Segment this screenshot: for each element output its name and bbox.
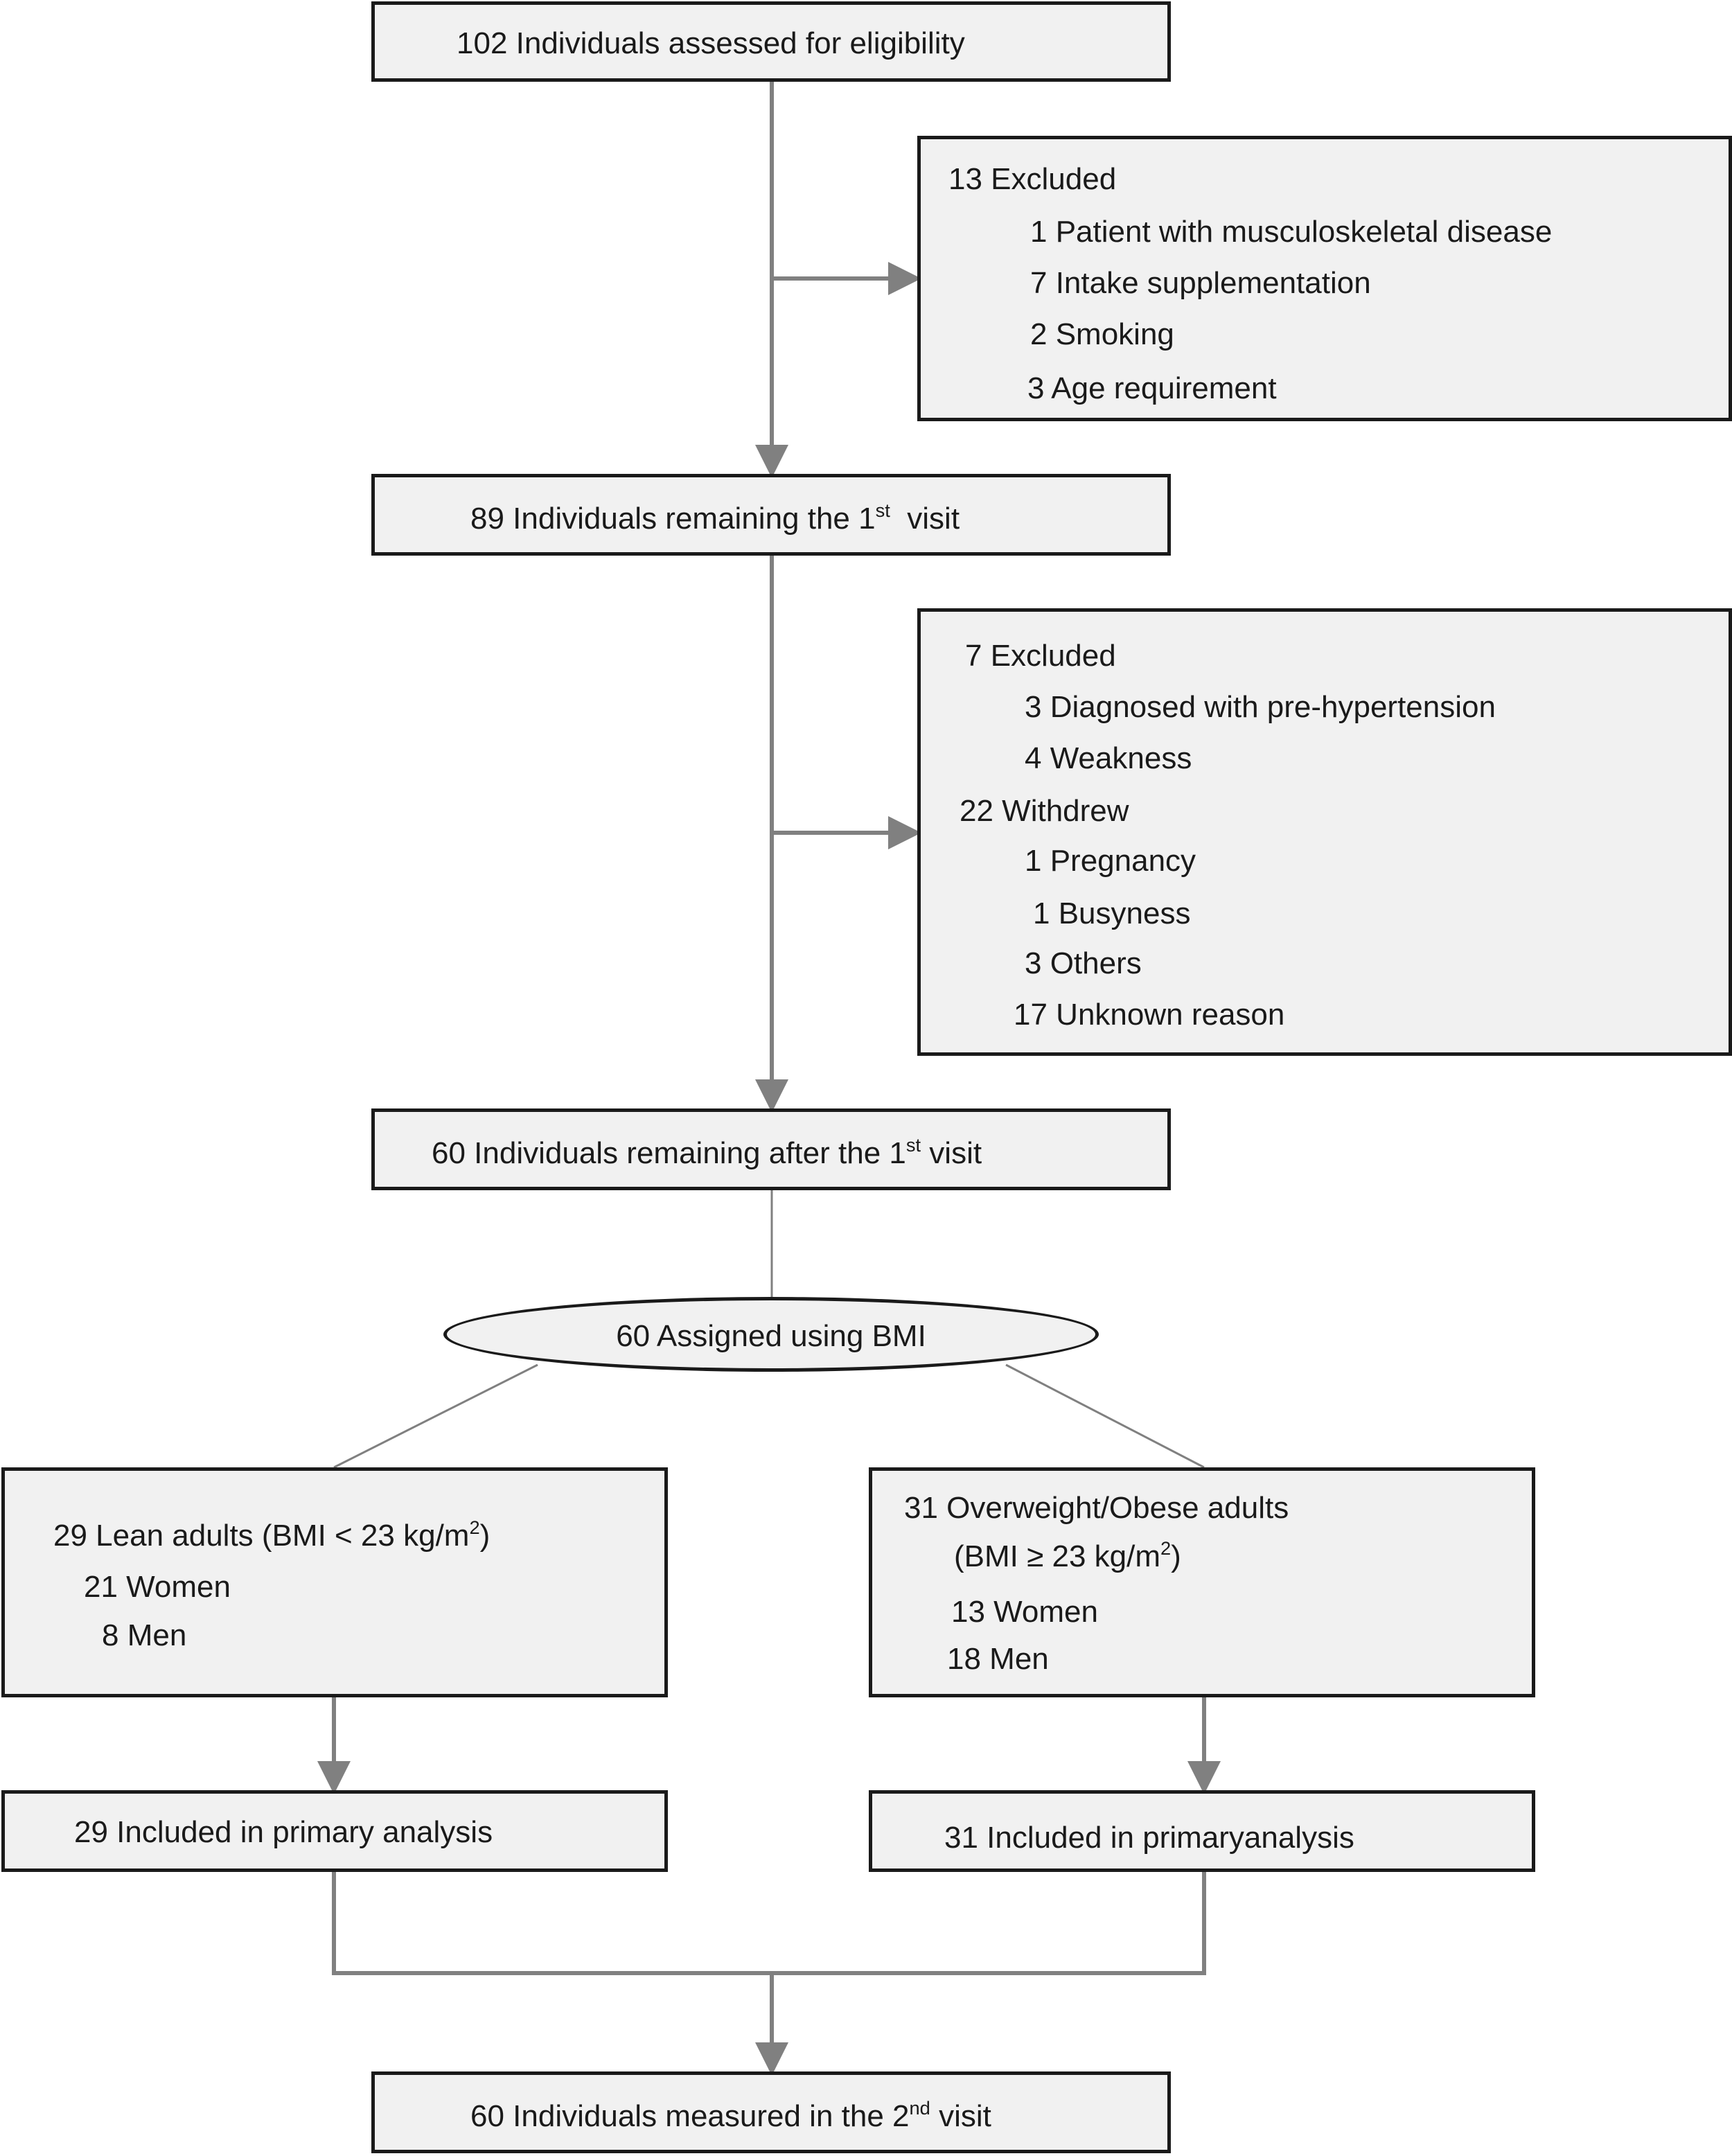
visit2-text: 60 Individuals measured in the 2nd visit bbox=[470, 2098, 991, 2133]
excluded2-heading: 7 Excluded bbox=[965, 639, 1116, 673]
visit2-sup: nd bbox=[909, 2097, 930, 2119]
excluded1-item: 2 Smoking bbox=[1030, 317, 1174, 351]
overweight-women: 13 Women bbox=[951, 1595, 1098, 1629]
lean-women: 21 Women bbox=[84, 1570, 231, 1604]
excluded1-box: 13 Excluded 1 Patient with musculoskelet… bbox=[917, 136, 1732, 421]
assigned-text: 60 Assigned using BMI bbox=[616, 1319, 926, 1353]
lean-title: 29 Lean adults (BMI < 23 kg/m2) bbox=[53, 1518, 491, 1553]
excluded1-heading: 13 Excluded bbox=[948, 162, 1117, 196]
excluded1-item: 3 Age requirement bbox=[1027, 371, 1277, 405]
overweight-bmi: (BMI ≥ 23 kg/m2) bbox=[954, 1539, 1181, 1573]
overweight-bmi-suffix: ) bbox=[1171, 1539, 1181, 1573]
excluded2-item: 3 Diagnosed with pre-hypertension bbox=[1025, 690, 1496, 724]
assessed-text: 102 Individuals assessed for eligibility bbox=[457, 26, 965, 60]
lean-title-prefix: 29 Lean adults (BMI < 23 kg/m bbox=[53, 1519, 470, 1553]
overweight-analysis-text: 31 Included in primaryanalysis bbox=[944, 1821, 1354, 1855]
excluded2-box: 7 Excluded 3 Diagnosed with pre-hyperten… bbox=[917, 608, 1732, 1056]
excluded2-item: 4 Weakness bbox=[1025, 741, 1192, 775]
lean-title-suffix: ) bbox=[479, 1519, 491, 1553]
withdrew-item: 17 Unknown reason bbox=[1014, 998, 1285, 1032]
visit1-prefix: 89 Individuals remaining the 1 bbox=[470, 502, 876, 536]
lean-title-sup: 2 bbox=[469, 1517, 480, 1539]
withdrew-item: 3 Others bbox=[1025, 946, 1142, 980]
after-visit1-sup: st bbox=[905, 1134, 921, 1156]
lean-analysis-box: 29 Included in primary analysis bbox=[1, 1790, 668, 1872]
after-visit1-box: 60 Individuals remaining after the 1st v… bbox=[371, 1108, 1171, 1190]
visit1-sup: st bbox=[875, 500, 890, 522]
overweight-men: 18 Men bbox=[947, 1642, 1049, 1676]
after-visit1-text: 60 Individuals remaining after the 1st v… bbox=[432, 1136, 982, 1170]
merge-line bbox=[332, 1871, 1206, 1975]
lean-box: 29 Lean adults (BMI < 23 kg/m2) 21 Women… bbox=[1, 1467, 668, 1697]
lean-analysis-text: 29 Included in primary analysis bbox=[74, 1815, 493, 1849]
line-assigned-to-overweight bbox=[1005, 1363, 1205, 1469]
after-visit1-prefix: 60 Individuals remaining after the 1 bbox=[432, 1136, 906, 1170]
withdrew-item: 1 Busyness bbox=[1033, 896, 1191, 930]
lean-men: 8 Men bbox=[102, 1618, 187, 1652]
assigned-ellipse: 60 Assigned using BMI bbox=[443, 1297, 1099, 1372]
visit2-suffix: visit bbox=[930, 2099, 991, 2133]
visit2-prefix: 60 Individuals measured in the 2 bbox=[470, 2099, 910, 2133]
visit2-box: 60 Individuals measured in the 2nd visit bbox=[371, 2071, 1171, 2153]
visit1-text: 89 Individuals remaining the 1st visit bbox=[470, 501, 960, 536]
overweight-title: 31 Overweight/Obese adults bbox=[904, 1491, 1289, 1525]
line-assigned-to-lean bbox=[333, 1363, 538, 1469]
excluded1-item: 7 Intake supplementation bbox=[1030, 266, 1371, 300]
withdrew-heading: 22 Withdrew bbox=[960, 794, 1129, 828]
overweight-analysis-box: 31 Included in primaryanalysis bbox=[869, 1790, 1535, 1872]
overweight-box: 31 Overweight/Obese adults (BMI ≥ 23 kg/… bbox=[869, 1467, 1535, 1697]
after-visit1-suffix: visit bbox=[921, 1136, 982, 1170]
excluded1-item: 1 Patient with musculoskeletal disease bbox=[1030, 215, 1553, 249]
visit1-box: 89 Individuals remaining the 1st visit bbox=[371, 474, 1171, 556]
withdrew-item: 1 Pregnancy bbox=[1025, 844, 1196, 878]
visit1-suffix: visit bbox=[890, 502, 960, 536]
assessed-box: 102 Individuals assessed for eligibility bbox=[371, 1, 1171, 82]
overweight-bmi-sup: 2 bbox=[1160, 1537, 1172, 1559]
overweight-bmi-prefix: (BMI ≥ 23 kg/m bbox=[954, 1539, 1160, 1573]
